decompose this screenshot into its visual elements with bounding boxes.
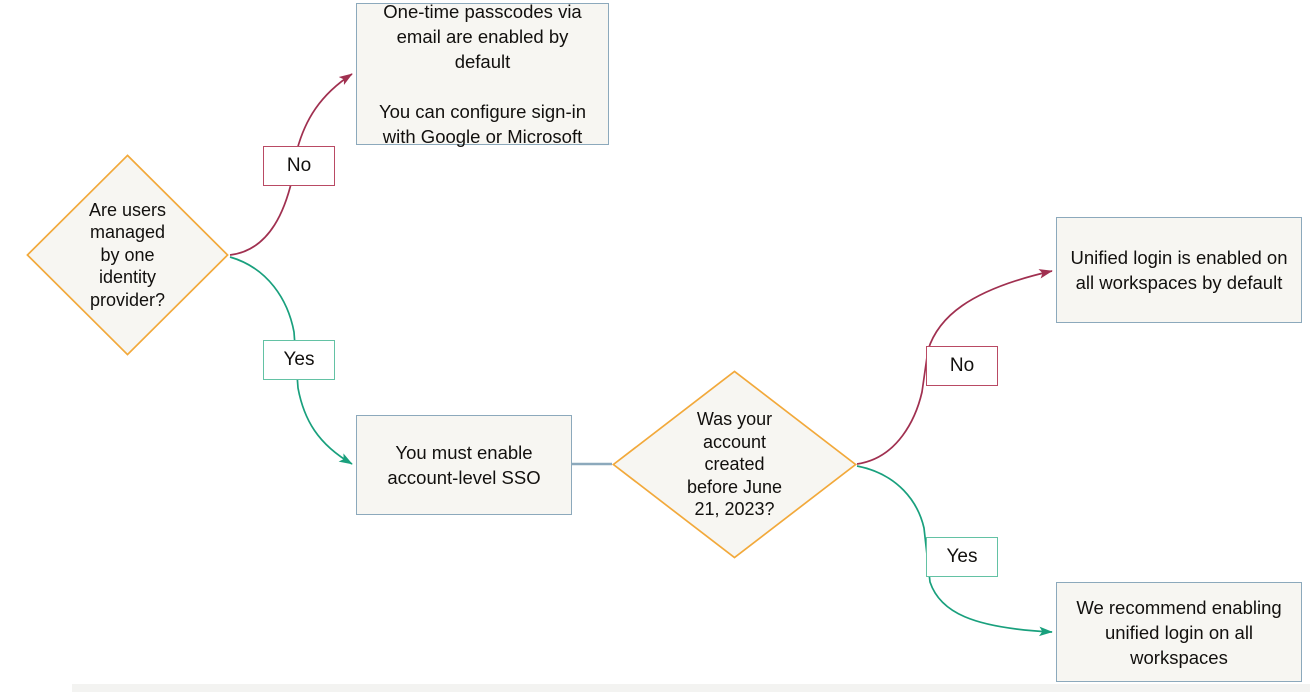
edge-label-idp-no[interactable]: No <box>263 146 335 186</box>
edge-label-idp-yes-text: Yes <box>283 349 315 370</box>
action-account-sso-text: You must enable account-level SSO <box>387 442 541 488</box>
decision-identity-provider[interactable]: Are users managed by one identity provid… <box>26 154 229 356</box>
action-account-sso-node[interactable]: You must enable account-level SSO <box>356 415 572 515</box>
edge-label-date-no[interactable]: No <box>926 346 998 386</box>
outcome-recommend-unified-login-text: We recommend enabling unified login on a… <box>1076 596 1282 668</box>
edge-label-date-no-text: No <box>949 355 975 376</box>
outcome-passcodes-node[interactable]: One-time passcodes via email are enabled… <box>356 1 609 147</box>
edge-label-idp-no-text: No <box>286 155 312 176</box>
diamond-shape <box>612 370 857 559</box>
outcome-recommend-unified-login-node[interactable]: We recommend enabling unified login on a… <box>1056 582 1302 682</box>
decision-account-date[interactable]: Was your account created before June 21,… <box>612 370 857 559</box>
edge-idp-yes <box>229 256 353 465</box>
outcome-unified-login-default-node[interactable]: Unified login is enabled on all workspac… <box>1056 217 1302 323</box>
edge-date-yes <box>856 465 1053 637</box>
outcome-passcodes-text: One-time passcodes via email are enabled… <box>378 1 587 147</box>
edge-label-date-yes-text: Yes <box>946 546 978 567</box>
edge-label-idp-yes[interactable]: Yes <box>263 340 335 380</box>
bottom-divider <box>72 684 1310 692</box>
diamond-shape <box>26 154 229 356</box>
outcome-unified-login-default-text: Unified login is enabled on all workspac… <box>1070 247 1288 293</box>
edge-label-date-yes[interactable]: Yes <box>926 537 998 577</box>
